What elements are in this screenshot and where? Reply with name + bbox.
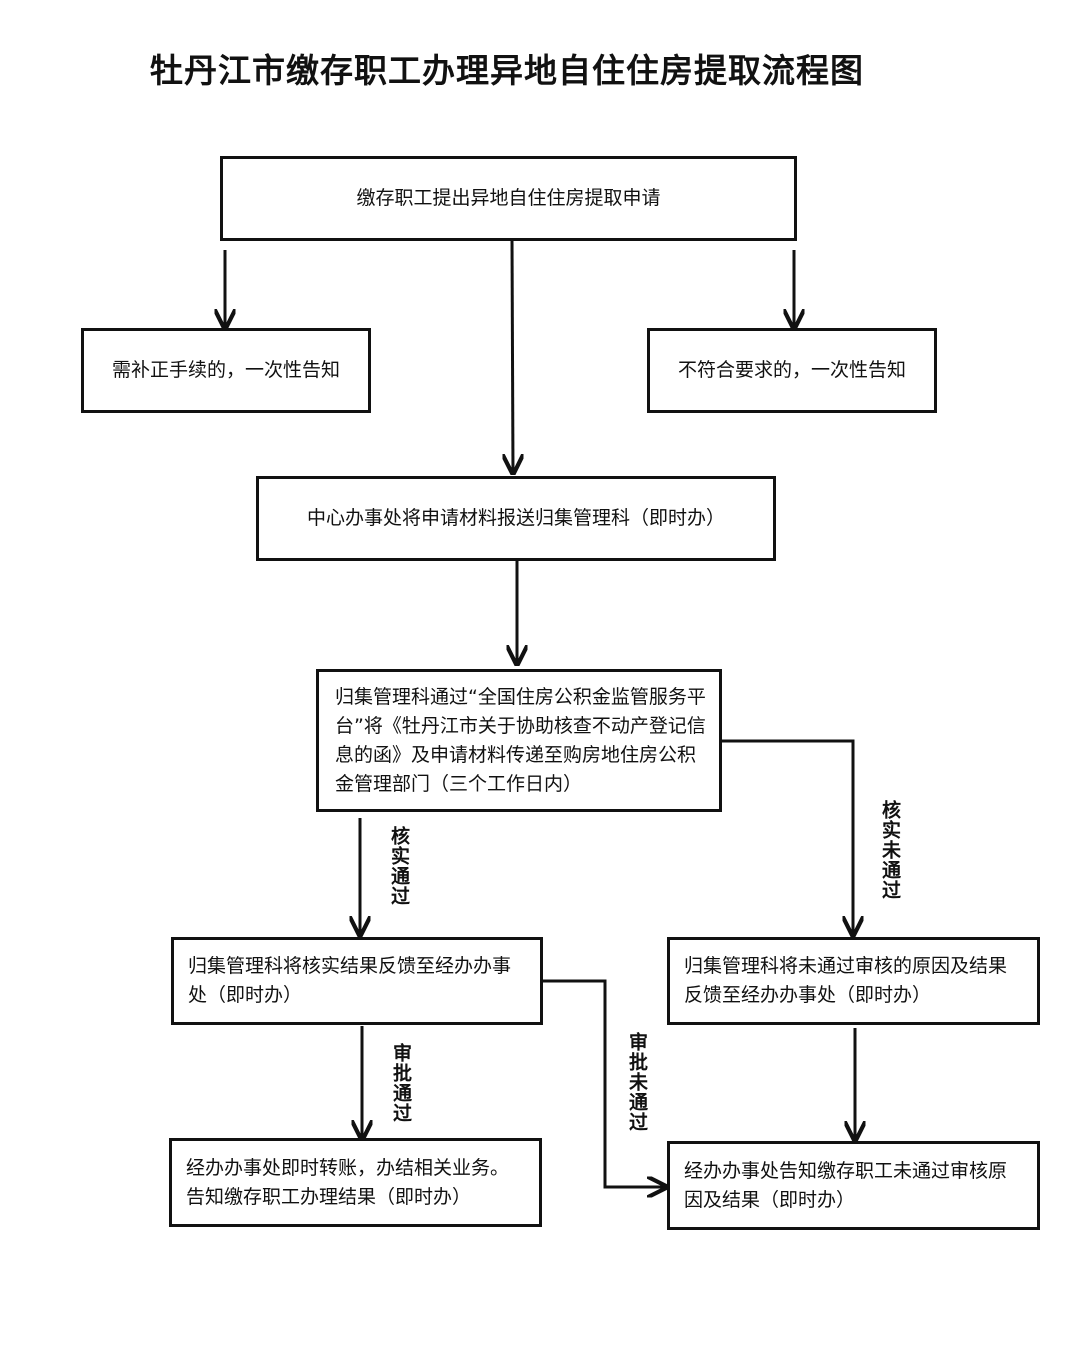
flowchart-title: 牡丹江市缴存职工办理异地自住住房提取流程图 (150, 51, 864, 90)
label-verify-fail: 核实未通过 (879, 800, 901, 900)
arrow-feedback-pass-to-notify-fail (541, 979, 666, 1187)
label-verify-pass: 核实通过 (388, 826, 410, 906)
node-feedback-fail: 归集管理科将未通过审核的原因及结果反馈至经办办事处（即时办） (667, 937, 1040, 1025)
node-feedback-pass: 归集管理科将核实结果反馈至经办办事处（即时办） (171, 937, 543, 1025)
node-center-submit: 中心办事处将申请材料报送归集管理科（即时办） (256, 476, 776, 561)
arrow-platform-to-feedback-fail (720, 739, 853, 935)
label-approve-fail: 审批未通过 (626, 1032, 648, 1132)
node-notify-fail: 经办办事处告知缴存职工未通过审核原因及结果（即时办） (667, 1141, 1040, 1230)
arrow-apply-to-center-submit (512, 239, 513, 473)
node-apply: 缴存职工提出异地自住住房提取申请 (220, 156, 797, 241)
node-transfer-done: 经办办事处即时转账，办结相关业务。告知缴存职工办理结果（即时办） (169, 1138, 542, 1227)
node-supplement: 需补正手续的，一次性告知 (81, 328, 371, 413)
node-not-compliant: 不符合要求的，一次性告知 (647, 328, 937, 413)
label-approve-pass: 审批通过 (390, 1043, 412, 1123)
node-platform-transfer: 归集管理科通过“全国住房公积金监管服务平台”将《牡丹江市关于协助核查不动产登记信… (316, 669, 722, 812)
